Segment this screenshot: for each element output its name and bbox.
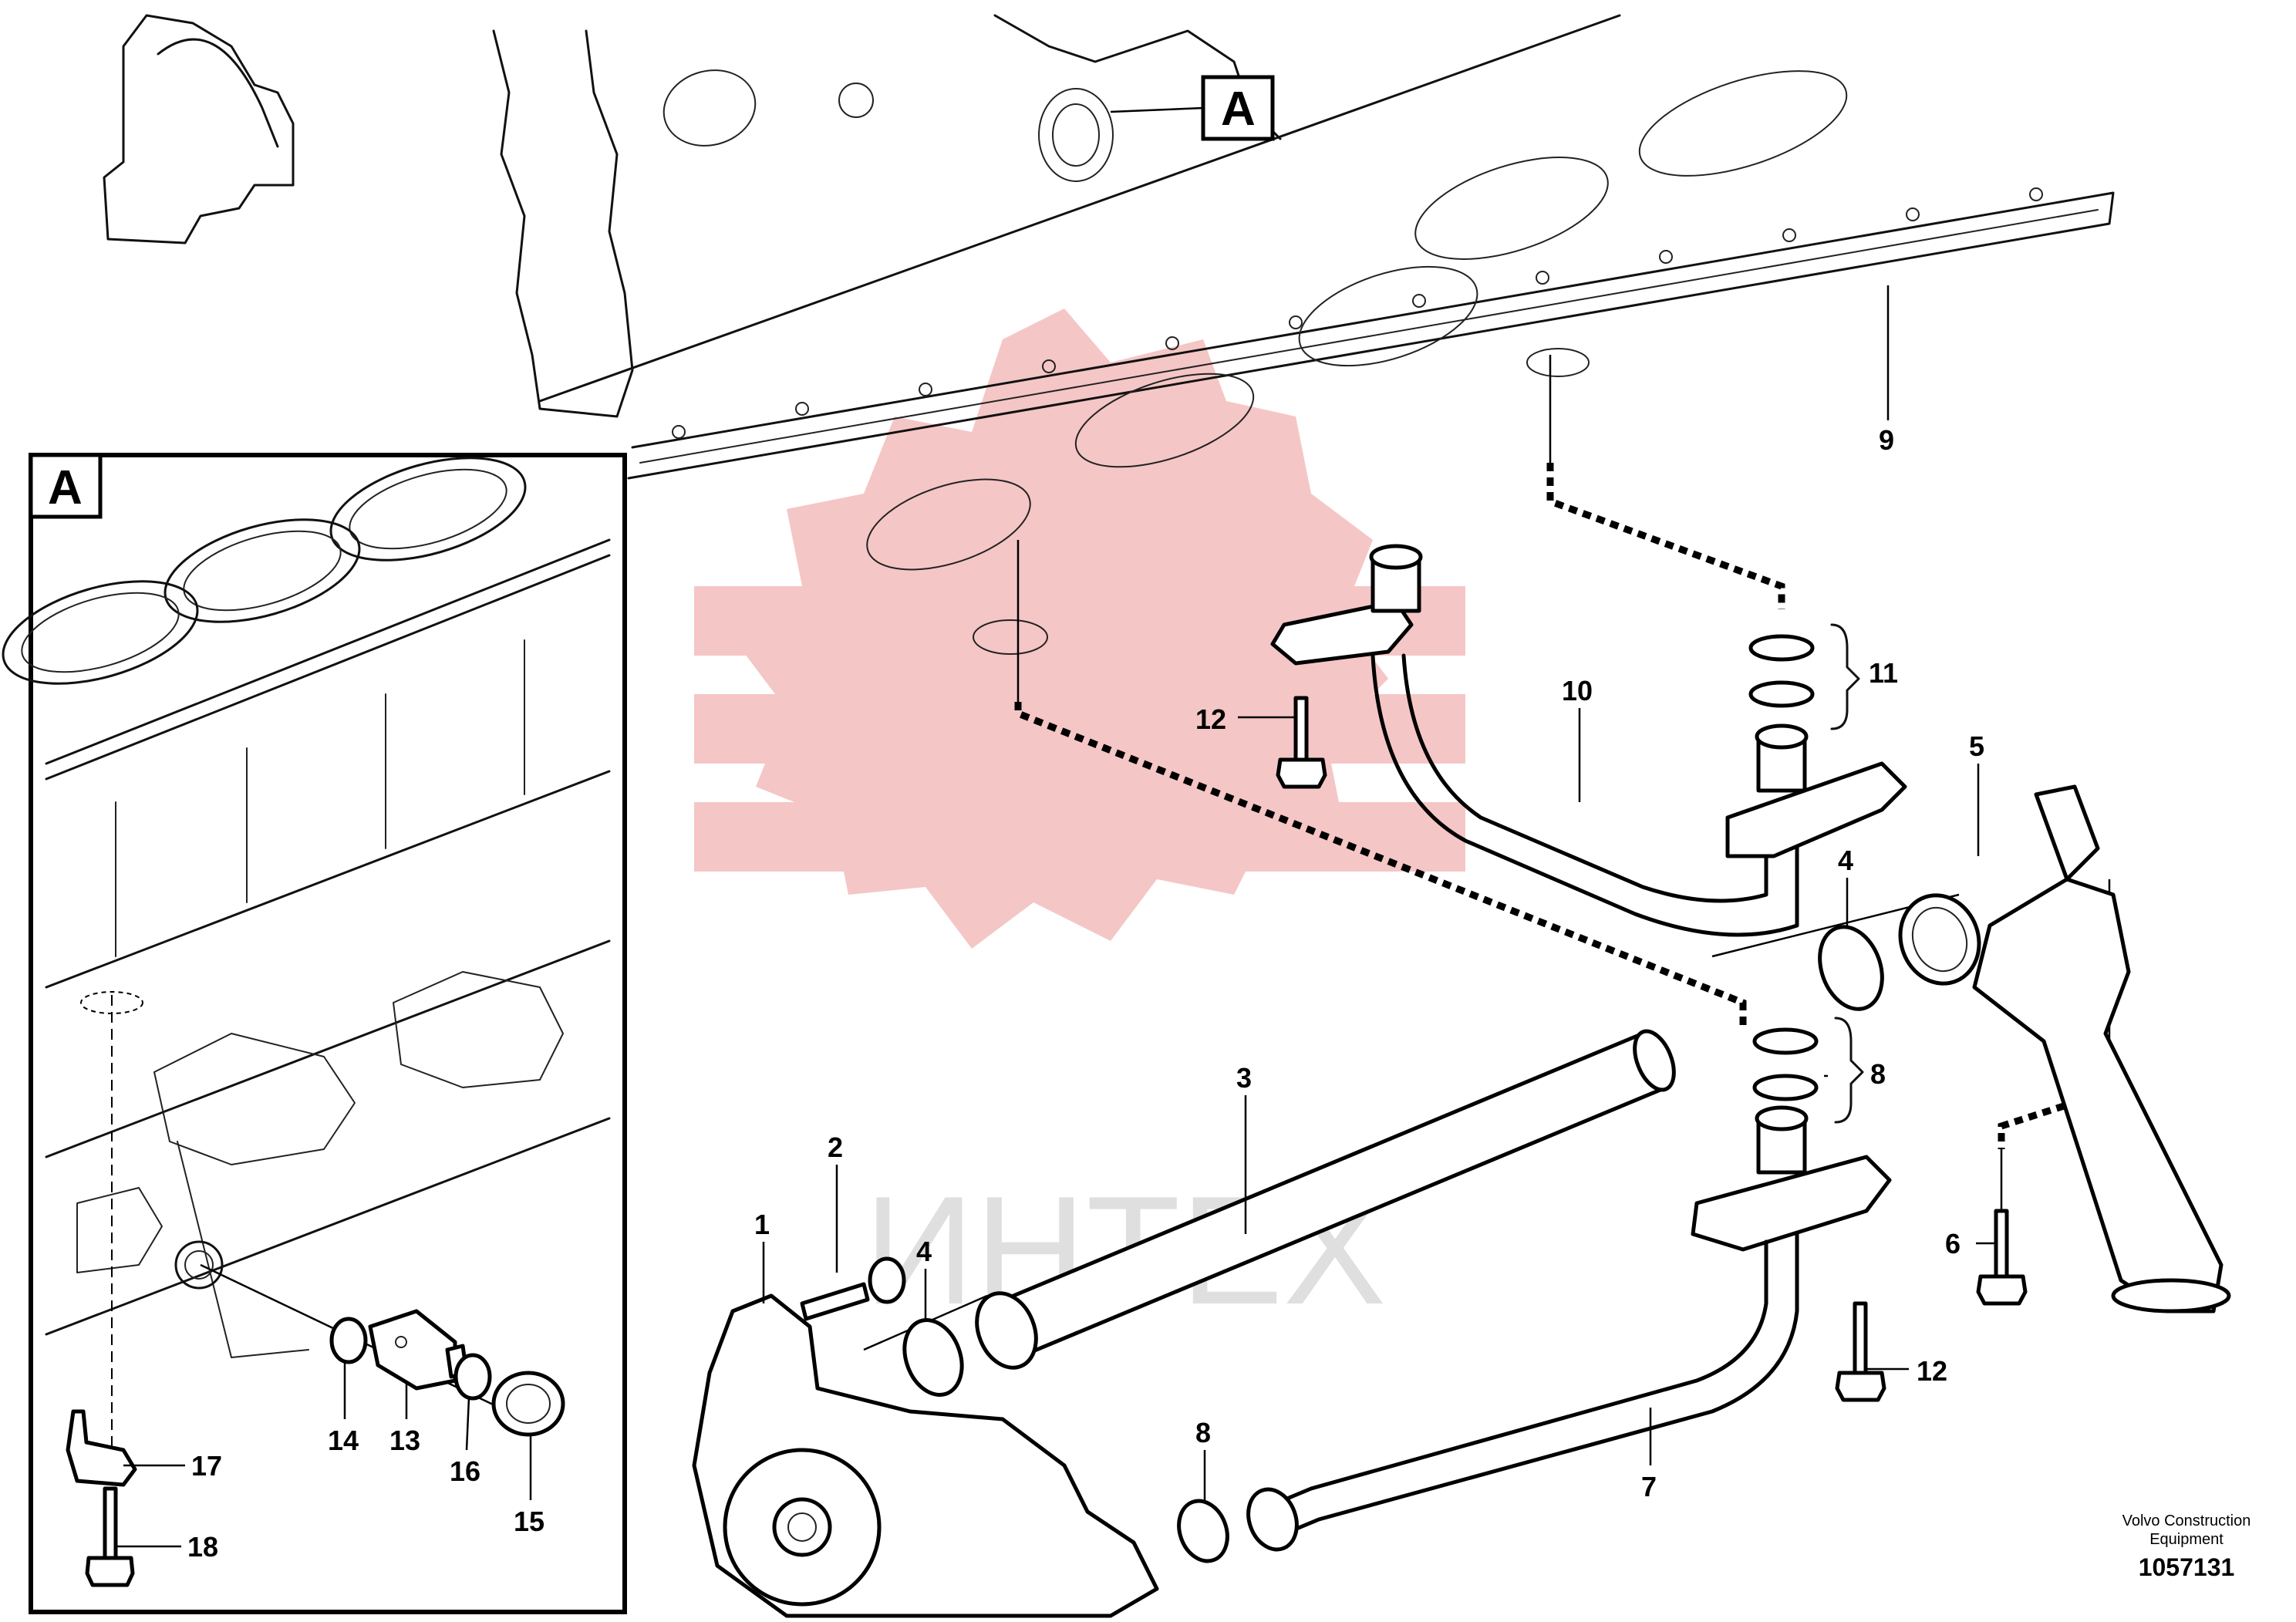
view-arrow-a: A bbox=[1110, 75, 1275, 141]
part-8-seal-left bbox=[1177, 1499, 1229, 1563]
callout-8-left: 8 bbox=[1195, 1417, 1211, 1448]
brand-line-1: Volvo Construction bbox=[2122, 1512, 2251, 1529]
part-15-plug bbox=[491, 1371, 565, 1437]
callout-labels: 1 2 3 4 4 5 6 7 8 8 9 10 11 12 12 13 14 … bbox=[187, 424, 1984, 1563]
part-11-seals bbox=[1748, 623, 1860, 730]
part-17-sensor bbox=[66, 1409, 137, 1487]
callout-18: 18 bbox=[187, 1531, 218, 1563]
callout-3: 3 bbox=[1236, 1062, 1252, 1094]
callout-4-left: 4 bbox=[916, 1236, 932, 1267]
callout-10: 10 bbox=[1562, 675, 1593, 706]
detail-label-a: A bbox=[48, 461, 83, 514]
callout-9: 9 bbox=[1879, 424, 1894, 456]
part-18-screw bbox=[85, 1486, 135, 1587]
part-16-o-ring bbox=[453, 1353, 492, 1401]
callout-4-right: 4 bbox=[1838, 845, 1853, 876]
callout-13: 13 bbox=[389, 1425, 420, 1456]
part-4-o-ring-right bbox=[1818, 925, 1884, 1011]
part-4-o-ring-left bbox=[902, 1318, 964, 1397]
drawing-number: 1057131 bbox=[2139, 1553, 2235, 1581]
callout-12-bottom: 12 bbox=[1917, 1355, 1947, 1387]
part-7-pipe bbox=[1246, 1105, 1892, 1552]
callout-8-right: 8 bbox=[1870, 1058, 1886, 1090]
part-8-seals-right bbox=[1752, 1017, 1864, 1124]
part-5-suction-bracket bbox=[1898, 784, 2231, 1313]
part-2-screw bbox=[800, 1256, 906, 1321]
part-10-pipe bbox=[1270, 544, 1907, 937]
view-label-a: A bbox=[1221, 83, 1256, 136]
callout-12-top: 12 bbox=[1195, 703, 1226, 735]
footer: Volvo Construction Equipment 1057131 bbox=[2122, 1512, 2251, 1581]
brand-line-2: Equipment bbox=[2149, 1531, 2224, 1548]
part-6-screw bbox=[1976, 1209, 2028, 1306]
callout-5: 5 bbox=[1969, 730, 1984, 762]
callout-16: 16 bbox=[450, 1455, 480, 1487]
callout-17: 17 bbox=[191, 1450, 222, 1482]
part-3-tube bbox=[975, 1029, 1676, 1370]
rail-bolt-holes bbox=[672, 187, 2043, 439]
part-13-valve bbox=[368, 1309, 469, 1391]
callout-2: 2 bbox=[828, 1131, 843, 1163]
callout-1: 1 bbox=[754, 1209, 770, 1240]
callout-7: 7 bbox=[1641, 1471, 1657, 1502]
callout-15: 15 bbox=[514, 1506, 544, 1537]
part-12-screws bbox=[1276, 696, 1886, 1402]
detail-a-inset: A bbox=[2, 453, 627, 1614]
part-14-o-ring bbox=[329, 1317, 368, 1364]
callout-6: 6 bbox=[1945, 1228, 1961, 1259]
callout-leaders bbox=[116, 285, 1996, 1548]
callout-14: 14 bbox=[328, 1425, 359, 1456]
part-1-oil-pump bbox=[692, 1293, 1159, 1618]
callout-11: 11 bbox=[1869, 657, 1898, 689]
